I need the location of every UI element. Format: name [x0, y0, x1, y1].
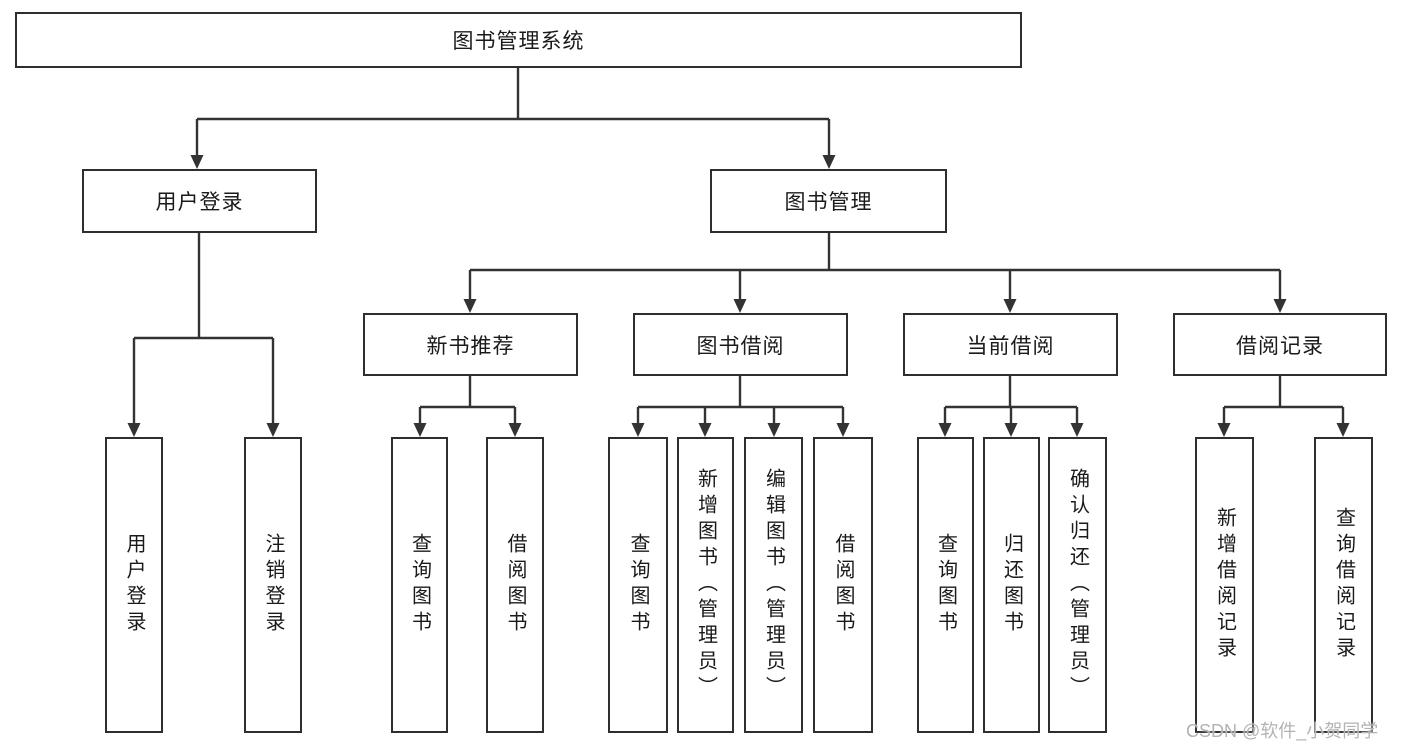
arrow-down-icon — [822, 155, 836, 169]
node-book-borrow: 图书借阅 — [633, 313, 848, 376]
arrow-down-icon — [1070, 423, 1084, 437]
leaf-query-books-borrow: 查询图书 — [608, 437, 668, 733]
node-label: 图书借阅 — [696, 334, 785, 358]
node-label: 借阅图书 — [504, 533, 526, 637]
arrow-down-icon — [190, 155, 204, 169]
node-book-management: 图书管理 — [710, 169, 947, 233]
arrow-down-icon — [127, 423, 141, 437]
arrow-down-icon — [1003, 299, 1017, 313]
arrow-down-icon — [938, 423, 952, 437]
node-current-borrow: 当前借阅 — [903, 313, 1118, 376]
node-label: 编辑图书（管理员） — [762, 468, 785, 702]
node-label: 查询图书 — [408, 533, 431, 637]
arrow-down-icon — [266, 423, 280, 437]
node-label: 用户登录 — [155, 191, 244, 214]
leaf-borrow-books-borrow: 借阅图书 — [813, 437, 873, 733]
leaf-add-book-admin: 新增图书（管理员） — [677, 437, 734, 733]
leaf-add-borrow-record: 新增借阅记录 — [1195, 437, 1254, 733]
arrow-down-icon — [733, 299, 747, 313]
node-label: 查询图书 — [627, 533, 649, 637]
arrow-down-icon — [1336, 423, 1350, 437]
node-label: 新增图书（管理员） — [694, 468, 717, 702]
arrow-down-icon — [1273, 299, 1287, 313]
csdn-watermark: CSDN @软件_小贺同学 — [1186, 721, 1379, 741]
connector-user-login-children — [127, 233, 280, 437]
leaf-return-book: 归还图书 — [983, 437, 1040, 733]
node-new-book-recommend: 新书推荐 — [363, 313, 578, 376]
leaf-query-books-newbook: 查询图书 — [391, 437, 448, 733]
node-label: 当前借阅 — [966, 334, 1055, 358]
node-user-login: 用户登录 — [82, 169, 317, 233]
node-label: 查询借阅记录 — [1332, 507, 1355, 663]
node-library-management-system: 图书管理系统 — [15, 12, 1022, 68]
node-borrow-records: 借阅记录 — [1173, 313, 1387, 376]
arrow-down-icon — [767, 423, 781, 437]
arrow-down-icon — [1217, 423, 1231, 437]
node-label: 用户登录 — [123, 533, 145, 637]
connector-book-management-children — [463, 233, 1287, 313]
connector-borrow-records-children — [1217, 376, 1350, 437]
arrow-down-icon — [631, 423, 645, 437]
arrow-down-icon — [698, 423, 712, 437]
leaf-confirm-return-admin: 确认归还（管理员） — [1048, 437, 1107, 733]
leaf-borrow-books-newbook: 借阅图书 — [486, 437, 544, 733]
connector-new-book-children — [413, 376, 522, 437]
leaf-logout-login: 注销登录 — [244, 437, 302, 733]
node-label: 借阅图书 — [832, 533, 854, 637]
node-label: 确认归还（管理员） — [1066, 468, 1089, 702]
arrow-down-icon — [1004, 423, 1018, 437]
arrow-down-icon — [508, 423, 522, 437]
node-label: 查询图书 — [934, 533, 957, 637]
arrow-down-icon — [413, 423, 427, 437]
leaf-query-books-current: 查询图书 — [917, 437, 974, 733]
node-label: 图书管理 — [784, 191, 873, 214]
arrow-down-icon — [836, 423, 850, 437]
connector-current-borrow-children — [938, 376, 1084, 437]
leaf-edit-book-admin: 编辑图书（管理员） — [744, 437, 803, 733]
node-label: 新增借阅记录 — [1213, 507, 1236, 663]
leaf-query-borrow-record: 查询借阅记录 — [1314, 437, 1373, 733]
arrow-down-icon — [463, 299, 477, 313]
connector-root-to-level2 — [190, 68, 836, 169]
node-label: 新书推荐 — [426, 334, 515, 358]
node-label: 借阅记录 — [1236, 334, 1324, 358]
node-label: 归还图书 — [1000, 533, 1023, 637]
connector-book-borrow-children — [631, 376, 850, 437]
leaf-user-login: 用户登录 — [105, 437, 163, 733]
node-label: 注销登录 — [262, 533, 284, 637]
node-label: 图书管理系统 — [452, 30, 585, 53]
